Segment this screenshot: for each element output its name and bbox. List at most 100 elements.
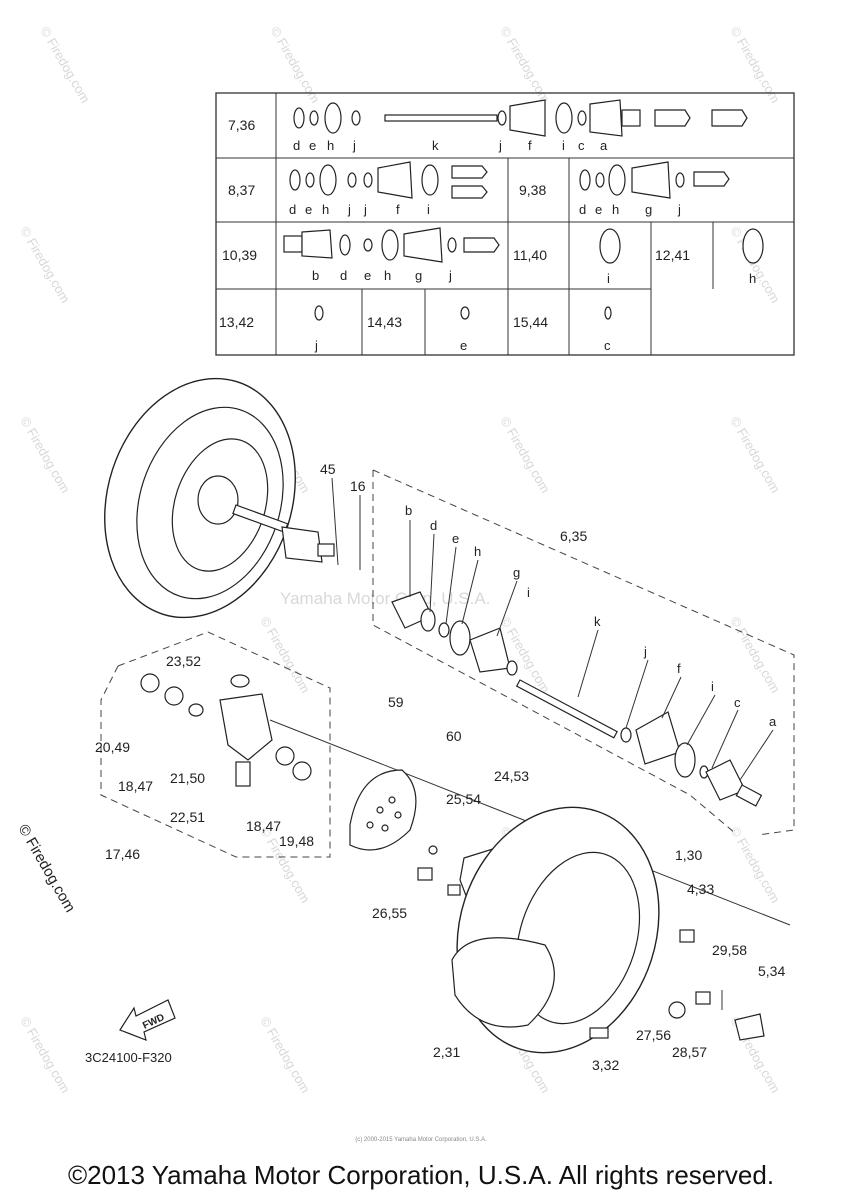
kit-letter: k — [432, 138, 439, 153]
kit-letter: j — [314, 338, 318, 353]
kit-letter: d — [340, 268, 347, 283]
watermark: © Firedog.com — [727, 824, 783, 906]
watermark: © Firedog.com — [497, 414, 553, 496]
callout-18-47: 18,47 — [118, 778, 153, 794]
callout-24-53: 24,53 — [494, 768, 529, 784]
kit-letter: f — [396, 202, 400, 217]
kit-letter: j — [677, 202, 681, 217]
callout-18-47: 18,47 — [246, 818, 281, 834]
callout-28-57: 28,57 — [672, 1044, 707, 1060]
kit-letter: h — [384, 268, 391, 283]
diagram-code: 3C24100-F320 — [85, 1050, 172, 1065]
shaft-letter-i: i — [711, 679, 714, 694]
callout-17-46: 17,46 — [105, 846, 140, 862]
kit-letter: i — [607, 271, 610, 286]
table-row-label: 7,36 — [228, 117, 255, 133]
callout-19-48: 19,48 — [279, 833, 314, 849]
ring-h-part — [742, 228, 764, 264]
watermark: © Firedog.com — [17, 1014, 73, 1096]
callout-2-31: 2,31 — [433, 1044, 460, 1060]
callout-23-52: 23,52 — [166, 653, 201, 669]
callout-21-50: 21,50 — [170, 770, 205, 786]
table-row-label: 14,43 — [367, 314, 402, 330]
kit-letter: d — [579, 202, 586, 217]
watermark: © Firedog.com — [17, 224, 73, 306]
kit-letter: e — [309, 138, 316, 153]
shaft-letter-g: g — [513, 565, 520, 580]
kit-letter: j — [363, 202, 367, 217]
shaft-letter-c: c — [734, 695, 741, 710]
knuckle-kit-boundary — [100, 631, 331, 858]
row-9-38-parts — [579, 161, 730, 199]
callout-20-49: 20,49 — [95, 739, 130, 755]
callout-29-58: 29,58 — [712, 942, 747, 958]
shaft-letter-d: d — [430, 518, 437, 533]
shaft-letter-i: i — [527, 585, 530, 600]
kit-letter: f — [528, 138, 532, 153]
ring-e-part — [460, 306, 470, 320]
callout-26-55: 26,55 — [372, 905, 407, 921]
fwd-arrow-icon: FWD — [119, 999, 176, 1041]
row-7-36-parts — [293, 99, 748, 137]
table-row-label: 13,42 — [219, 314, 254, 330]
brake-disc — [349, 769, 417, 851]
kit-letter: d — [289, 202, 296, 217]
kit-letter: e — [364, 268, 371, 283]
kit-letter: c — [578, 138, 585, 153]
callout-27-56: 27,56 — [636, 1027, 671, 1043]
ring-i-part — [599, 228, 621, 264]
table-row-label: 10,39 — [222, 247, 257, 263]
kit-letter: i — [427, 202, 430, 217]
leader-lines — [269, 477, 791, 926]
watermark: © Firedog.com — [727, 614, 783, 696]
callout-4-33: 4,33 — [687, 881, 714, 897]
row-8-37-parts — [289, 161, 488, 199]
side-watermark: © Firedog.com — [15, 822, 79, 916]
callout-25-54: 25,54 — [446, 791, 481, 807]
kit-letter: c — [604, 338, 611, 353]
ring-c-part — [604, 306, 612, 320]
table-row-label: 11,40 — [513, 247, 547, 263]
callout-1-30: 1,30 — [675, 847, 702, 863]
shaft-letter-b: b — [405, 503, 412, 518]
tiny-copyright: (c) 2000-2015 Yamaha Motor Corporation, … — [355, 1137, 487, 1143]
kit-letter: e — [595, 202, 602, 217]
callout-45: 45 — [320, 461, 336, 477]
callout-5-34: 5,34 — [758, 963, 785, 979]
kit-letter: j — [498, 138, 502, 153]
drive-shaft-assembly — [391, 591, 763, 807]
watermark: © Firedog.com — [727, 414, 783, 496]
kit-table: 7,36 8,37 9,38 10,39 11,40 12,41 13,42 1… — [215, 92, 795, 356]
shaft-letter-k: k — [594, 614, 601, 629]
table-row-label: 12,41 — [655, 247, 690, 263]
callout-22-51: 22,51 — [170, 809, 205, 825]
kit-letter: e — [460, 338, 467, 353]
callout-6-35: 6,35 — [560, 528, 587, 544]
shaft-kit-boundary — [372, 469, 795, 836]
kit-letter: d — [293, 138, 300, 153]
callout-59: 59 — [388, 694, 404, 710]
ring-j-part — [314, 305, 324, 321]
callout-3-32: 3,32 — [592, 1057, 619, 1073]
table-row-label: 9,38 — [519, 182, 546, 198]
kit-letter: i — [562, 138, 565, 153]
copyright-notice: ©2013 Yamaha Motor Corporation, U.S.A. A… — [67, 1160, 775, 1190]
callouts: 45 16 6,35 23,52 59 60 24,53 25,54 20,49… — [95, 461, 785, 1073]
shaft-letter-a: a — [769, 714, 777, 729]
shaft-letter-h: h — [474, 544, 481, 559]
rear-wheel-assembly — [451, 806, 765, 1054]
kit-letter: g — [645, 202, 652, 217]
kit-letter: j — [352, 138, 356, 153]
watermark: © Firedog.com — [257, 1014, 313, 1096]
kit-letter: j — [347, 202, 351, 217]
watermark: © Firedog.com — [37, 24, 93, 106]
kit-letter: h — [612, 202, 619, 217]
table-row-label: 15,44 — [513, 314, 548, 330]
kit-letter: a — [600, 138, 608, 153]
kit-letter: h — [327, 138, 334, 153]
knuckle-assembly — [140, 673, 312, 787]
watermark: © Firedog.com — [257, 614, 313, 696]
kit-letter: h — [749, 271, 756, 286]
kit-letter: e — [305, 202, 312, 217]
